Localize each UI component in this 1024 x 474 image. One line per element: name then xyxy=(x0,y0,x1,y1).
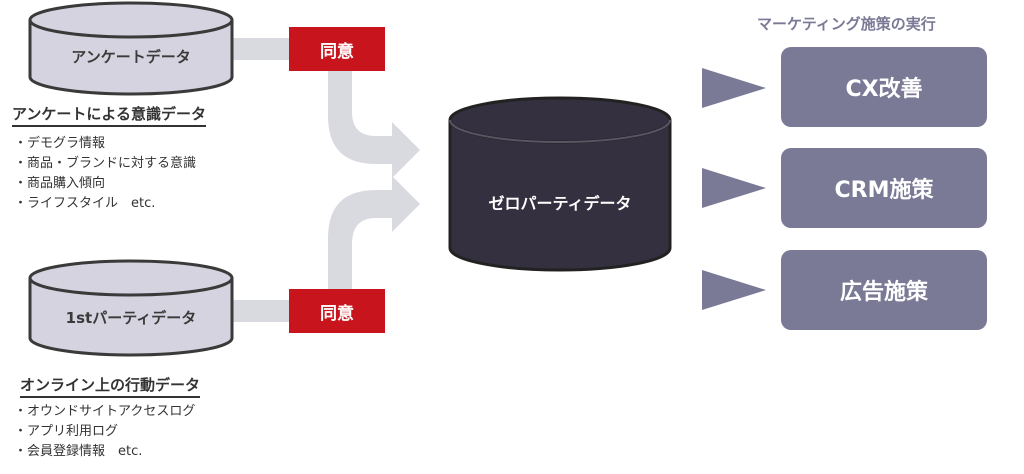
zero-party-database-cylinder xyxy=(448,96,672,272)
first-party-consent-badge: 同意 xyxy=(289,289,385,333)
triangle-arrow-ad xyxy=(702,270,766,310)
first-party-db-label: 1stパーティデータ xyxy=(65,309,197,327)
action-box-cx: CX改善 xyxy=(781,47,987,127)
survey-consent-badge: 同意 xyxy=(289,27,385,71)
list-item: アプリ利用ログ xyxy=(14,422,195,442)
triangle-arrow-cx xyxy=(702,68,766,108)
first-party-database-cylinder xyxy=(28,259,234,357)
first-party-flow-arrow xyxy=(232,176,420,322)
action-box-crm: CRM施策 xyxy=(781,148,987,228)
list-item: 商品・ブランドに対する意識 xyxy=(14,154,196,174)
actions-section-title: マーケティング施策の実行 xyxy=(757,15,936,33)
list-item: ライフスタイル etc. xyxy=(14,194,196,214)
triangle-arrow-crm xyxy=(702,168,766,208)
survey-connector-bar xyxy=(232,38,302,60)
action-box-ad: 広告施策 xyxy=(781,250,987,330)
list-item: 商品購入傾向 xyxy=(14,174,196,194)
first-party-bend-arrow xyxy=(328,176,420,290)
survey-db-label: アンケートデータ xyxy=(71,48,191,66)
survey-database-cylinder xyxy=(28,1,234,96)
survey-item-list: デモグラ情報 商品・ブランドに対する意識 商品購入傾向 ライフスタイル etc. xyxy=(14,134,196,214)
survey-flow-arrow xyxy=(232,38,420,178)
zero-party-db-label: ゼロパーティデータ xyxy=(488,194,632,213)
survey-bend-arrow xyxy=(328,60,420,178)
list-item: 会員登録情報 etc. xyxy=(14,442,195,462)
list-item: デモグラ情報 xyxy=(14,134,196,154)
survey-heading: アンケートによる意識データ xyxy=(12,103,206,127)
first-party-connector-bar xyxy=(232,300,302,322)
list-item: オウンドサイトアクセスログ xyxy=(14,402,195,422)
first-party-item-list: オウンドサイトアクセスログ アプリ利用ログ 会員登録情報 etc. xyxy=(14,402,195,462)
first-party-heading: オンライン上の行動データ xyxy=(20,374,201,398)
